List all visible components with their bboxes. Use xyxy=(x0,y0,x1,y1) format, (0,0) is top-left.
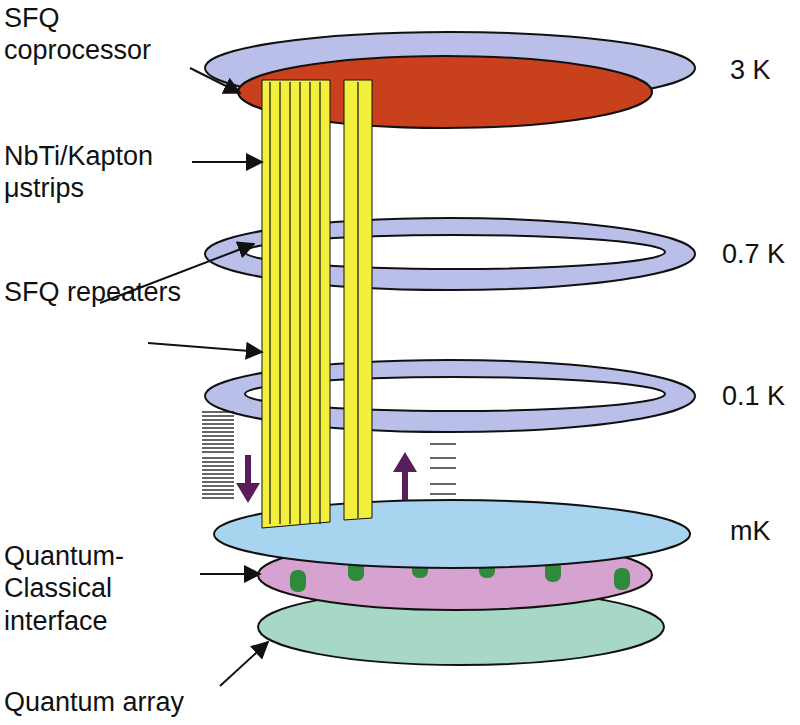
temperature-label: mK xyxy=(730,515,798,547)
part-label: NbTi/Kapton μstrips xyxy=(4,140,189,205)
temperature-label: 0.7 K xyxy=(722,238,798,270)
down-arrowhead xyxy=(236,483,260,503)
part-label: SFQ repeaters xyxy=(4,276,189,308)
microstrips xyxy=(262,80,372,528)
down-arrow xyxy=(245,455,251,485)
part-label: SFQ coprocessor xyxy=(4,2,189,67)
part-label: Quantum array xyxy=(4,686,264,718)
strip-conductors xyxy=(270,82,358,524)
part-label: Quantum-Classical interface xyxy=(4,540,169,637)
temperature-label: 3 K xyxy=(730,54,798,86)
temperature-label: 0.1 K xyxy=(722,380,798,412)
up-arrow xyxy=(402,470,408,500)
up-arrowhead xyxy=(393,452,417,472)
